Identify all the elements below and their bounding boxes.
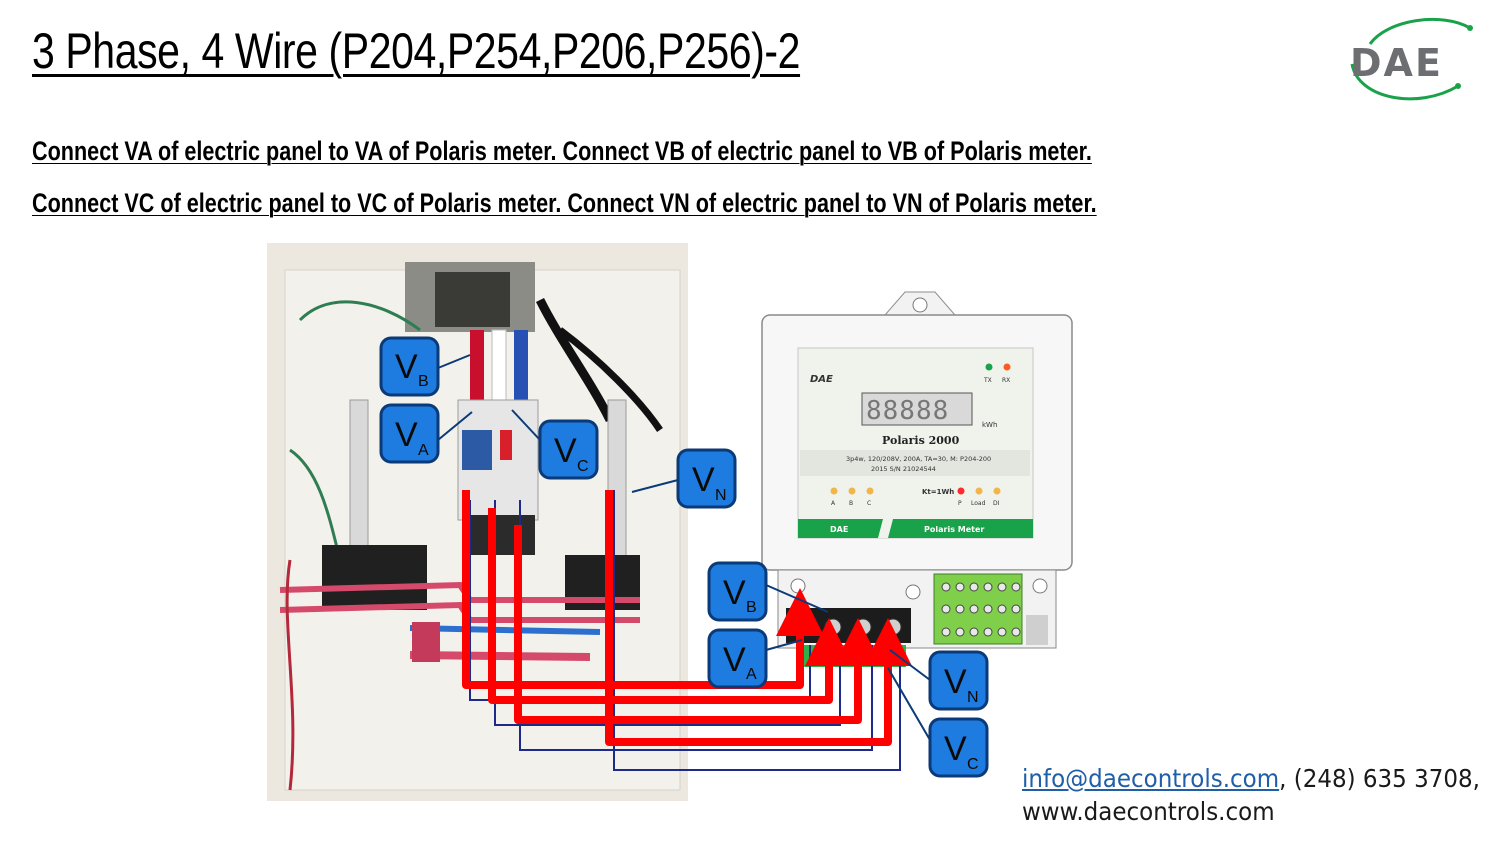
meter-footer-right: Polaris Meter [924,525,984,534]
phase-b-label: B [849,500,853,507]
phase-a-led-icon [830,487,838,495]
di-label: DI [993,500,1000,507]
website-text: www.daecontrols.com [1022,797,1275,826]
phase-c-label: C [867,500,871,507]
svg-text:V: V [395,348,418,386]
rx-label: RX [1002,377,1010,384]
display-unit-label: kWh [982,421,997,429]
logo-swoosh-bottom-icon [1350,63,1459,101]
svg-text:N: N [715,487,727,504]
wire-va [462,490,824,689]
di-led-icon [993,487,1001,495]
meter-spec-line-2: 2015 S/N 21024544 [871,465,936,473]
email-link[interactable]: info@daecontrols.com [1022,764,1280,793]
load-label: Load [971,500,986,507]
logo-text: DAE [1350,41,1443,85]
callout-meter-vc: V C [928,717,989,778]
meter-footer-bar [798,519,1033,538]
wire-vc [514,525,882,724]
callout-meter-vn: V N [928,650,989,711]
tx-label: TX [983,377,992,384]
meter-display [861,392,973,426]
callout-panel-vc: V C [538,419,599,480]
phone-text: , (248) 635 3708, [1279,764,1480,793]
slide-title: 3 Phase, 4 Wire (P204,P254,P206,P256)-2 [32,23,801,79]
wire-vb [488,508,853,704]
svg-text:V: V [944,663,967,701]
svg-text:C: C [967,756,979,773]
meter-spec-line-1: 3p4w, 120/208V, 200A, TA=30, M: P204-200 [846,455,991,463]
svg-text:V: V [554,432,577,470]
svg-text:V: V [395,416,418,454]
rx-led-icon [1003,363,1011,371]
dae-logo: DAE [1350,17,1473,101]
instruction-line-2: Connect VC of electric panel to VC of Po… [32,188,1097,218]
svg-text:C: C [577,458,589,475]
callout-panel-vb: V B [379,336,440,397]
phase-c-led-icon [866,487,874,495]
svg-text:B: B [746,599,757,616]
svg-text:B: B [418,373,429,390]
phase-b-led-icon [848,487,856,495]
svg-text:A: A [746,666,757,683]
svg-text:V: V [692,461,715,499]
meter-brand-label: DAE [810,374,833,385]
meter-footer-left: DAE [830,525,848,534]
logo-swoosh-top-icon [1368,17,1471,45]
instruction-line-1: Connect VA of electric panel to VA of Po… [32,136,1092,166]
tx-led-icon [985,363,993,371]
svg-text:V: V [723,641,746,679]
svg-text:N: N [967,689,979,706]
svg-text:V: V [723,574,746,612]
callout-meter-vb: V B [707,561,768,622]
contact-info: info@daecontrols.com, (248) 635 3708, ww… [1022,762,1480,828]
callout-panel-va: V A [379,403,440,464]
callout-meter-va: V A [707,628,768,689]
callout-panel-vn: V N [676,448,737,509]
wire-vn [605,490,912,746]
red-wires [462,490,912,746]
meter-display-digits: 88888 [866,396,949,426]
load-led-icon [975,487,983,495]
kt-label: Kt=1Wh [922,488,954,496]
svg-text:A: A [418,442,429,459]
polaris-meter: DAE TX RX 88888 kWh Polaris 2000 3p4w, 1… [761,291,1073,667]
meter-model-label: Polaris 2000 [882,434,960,447]
svg-text:V: V [944,730,967,768]
pulse-led-icon [957,487,965,495]
phase-a-label: A [831,500,836,507]
p-label: P [958,500,962,507]
